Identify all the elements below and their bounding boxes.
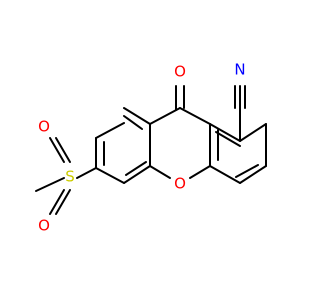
central-ring bbox=[149, 107, 211, 179]
left-benzene-ring bbox=[95, 107, 151, 184]
carbonyl-oxygen-label: O bbox=[174, 63, 186, 81]
sulfonyl-group: S O O bbox=[35, 118, 97, 235]
right-benzene-ring bbox=[209, 123, 267, 184]
carbonyl-group: O bbox=[174, 63, 186, 111]
molecule-structure: O O N S O O bbox=[35, 61, 267, 235]
nitrile-group: N bbox=[234, 61, 246, 142]
molecule-canvas: O O N S O O bbox=[35, 60, 267, 235]
nitrogen-label: N bbox=[234, 61, 245, 79]
sulfonyl-oxygen-top-label: O bbox=[38, 118, 50, 136]
sulfur-label: S bbox=[65, 168, 75, 186]
ring-oxygen-label: O bbox=[174, 175, 186, 193]
sulfonyl-oxygen-bottom-label: O bbox=[38, 217, 50, 235]
